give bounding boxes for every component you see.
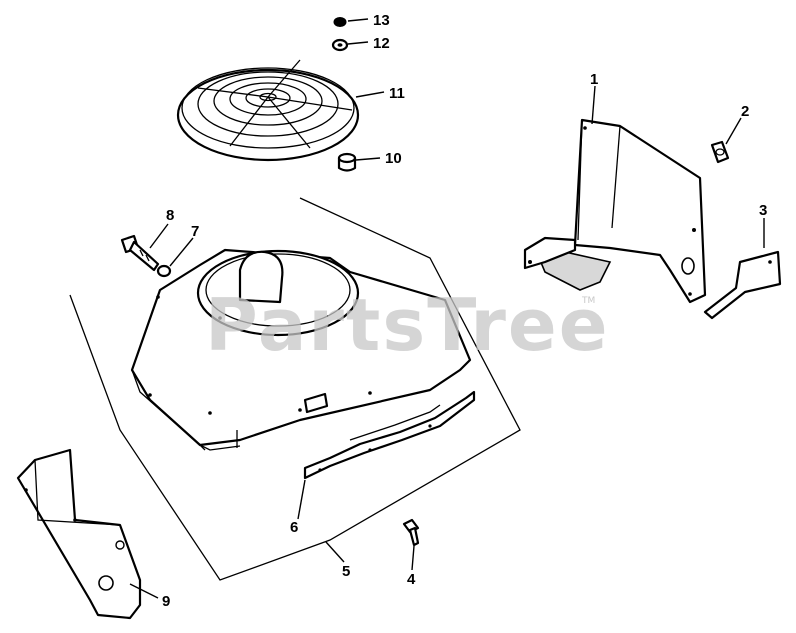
callout-3[interactable]: 3	[759, 202, 767, 219]
callout-6[interactable]: 6	[290, 519, 298, 536]
grille-screen-part[interactable]	[176, 59, 360, 162]
callout-5[interactable]: 5	[342, 563, 350, 580]
watermark: PartsTree TM	[205, 283, 610, 367]
watermark-trademark: TM	[581, 296, 595, 306]
callout-10[interactable]: 10	[385, 150, 402, 167]
callout-labels: 13 12 11 10 1 2 3 8 7 6 5 4 9	[162, 12, 767, 610]
callout-9[interactable]: 9	[162, 593, 170, 610]
callout-2[interactable]: 2	[741, 103, 749, 120]
callout-13[interactable]: 13	[373, 12, 390, 29]
callout-4[interactable]: 4	[407, 571, 416, 588]
callout-11[interactable]: 11	[389, 85, 405, 102]
callout-8[interactable]: 8	[166, 207, 174, 224]
watermark-text: PartsTree	[205, 283, 610, 367]
baffle-strip-part[interactable]	[303, 390, 476, 480]
washer-part[interactable]	[331, 38, 349, 52]
nut-part[interactable]	[333, 17, 347, 27]
lock-washer-part[interactable]	[156, 264, 172, 278]
callout-12[interactable]: 12	[373, 35, 390, 52]
side-shroud-part[interactable]	[16, 448, 142, 620]
leader-lines	[129, 18, 765, 599]
small-bracket-part[interactable]	[703, 250, 782, 320]
callout-1[interactable]: 1	[590, 71, 598, 88]
spacer-part[interactable]	[337, 152, 357, 172]
cylinder-shroud-part[interactable]	[523, 118, 707, 304]
screw-part[interactable]	[402, 518, 420, 547]
blower-housing-part[interactable]	[130, 248, 472, 451]
housing-group-outline	[69, 197, 521, 581]
bolt-part[interactable]	[120, 234, 160, 272]
callout-7[interactable]: 7	[191, 223, 199, 240]
clip-part[interactable]	[710, 140, 730, 164]
